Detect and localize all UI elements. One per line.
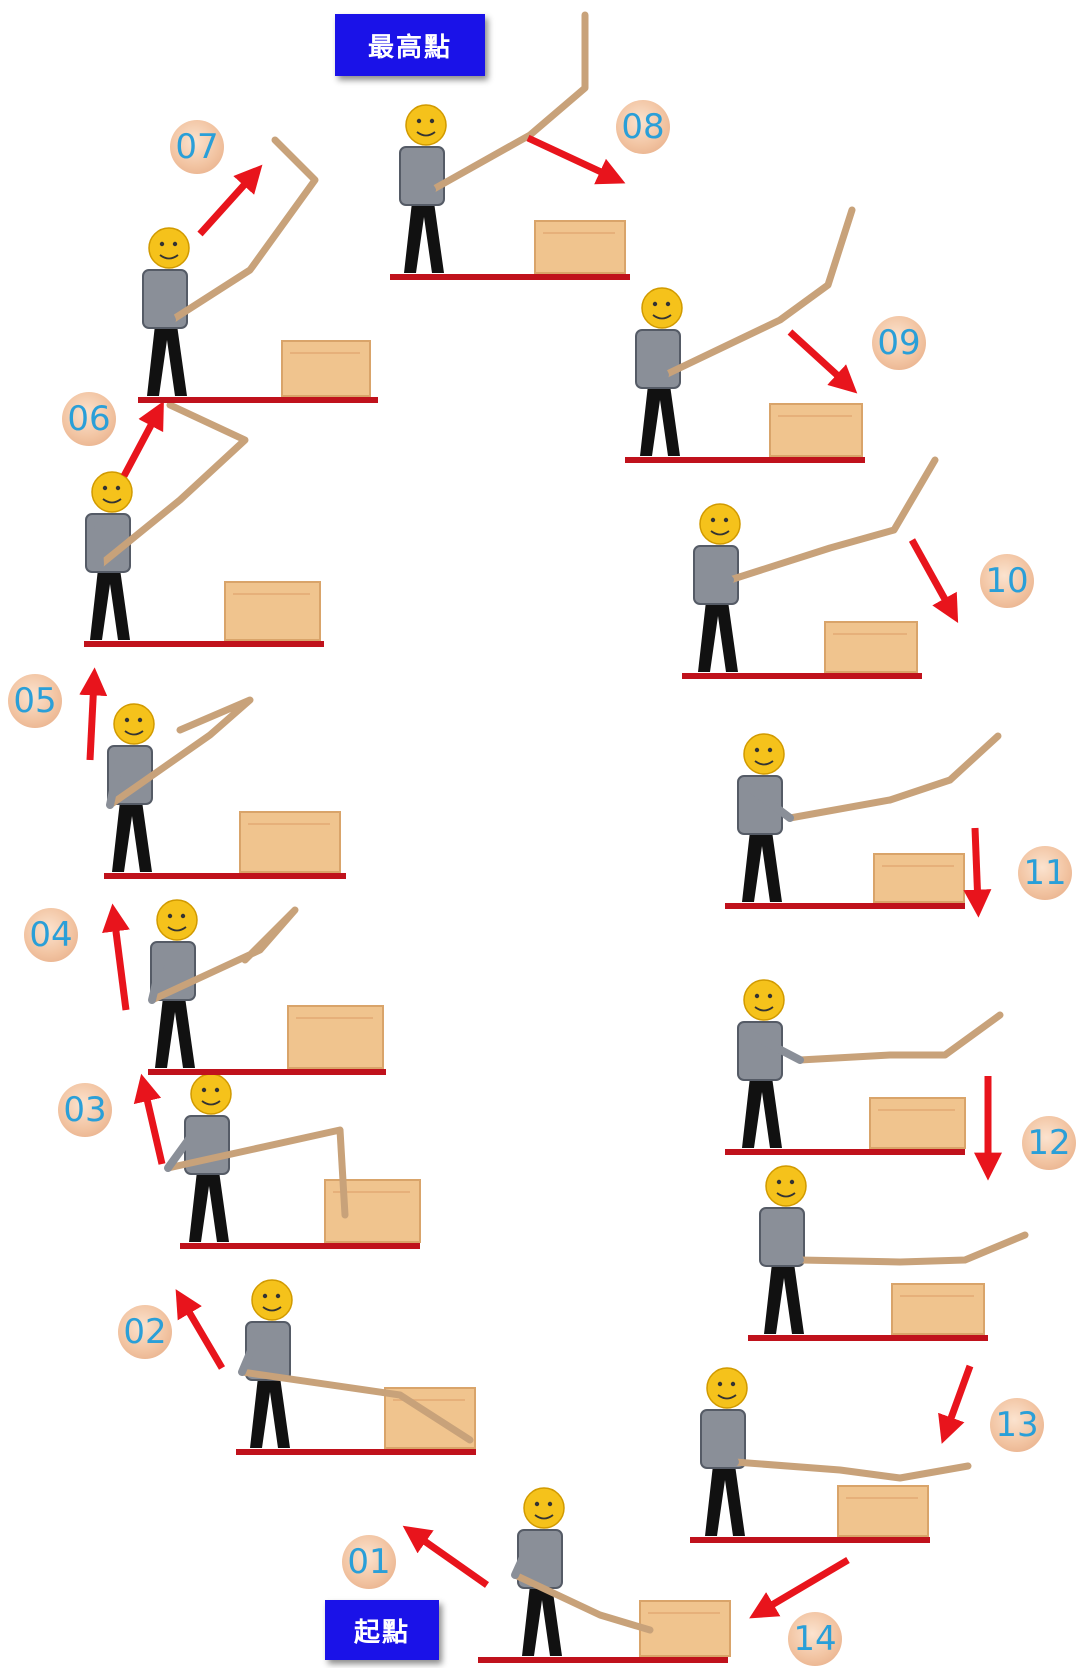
person-arm-06 (98, 526, 100, 565)
person-legs-08 (404, 202, 444, 273)
person-legs-14 (705, 1465, 745, 1536)
scene-step-05 (90, 680, 346, 876)
smiley-face-11 (744, 734, 784, 774)
smiley-face-04 (157, 900, 197, 940)
direction-arrow-14 (760, 1560, 848, 1612)
smiley-face-03 (191, 1074, 231, 1114)
bamboo-pole-14 (735, 1462, 968, 1478)
direction-arrow-02 (182, 1300, 222, 1368)
step-badge-12: 12 (1022, 1116, 1076, 1170)
direction-arrow-05 (90, 680, 94, 760)
wooden-board-03 (325, 1180, 420, 1242)
scene-step-09 (625, 210, 865, 460)
bamboo-pole-09 (665, 210, 852, 375)
bamboo-pole-13 (800, 1235, 1025, 1262)
scene-step-07 (138, 140, 378, 400)
person-legs-11 (742, 831, 782, 902)
scene-step-02 (182, 1280, 476, 1452)
direction-arrow-06 (124, 412, 158, 476)
smiley-face-02 (252, 1280, 292, 1320)
wooden-board-05 (240, 812, 340, 872)
direction-arrow-11 (975, 828, 978, 905)
person-legs-07 (147, 325, 187, 396)
direction-arrow-10 (912, 540, 952, 612)
smiley-face-08 (406, 105, 446, 145)
scene-step-06 (84, 405, 324, 644)
start-point-label: 起點 (325, 1600, 439, 1660)
person-legs-10 (698, 601, 738, 672)
direction-arrow-07 (200, 174, 254, 234)
smiley-face-06 (92, 472, 132, 512)
step-badge-04: 04 (24, 908, 78, 962)
wooden-board-04 (288, 1006, 383, 1068)
wooden-board-12 (870, 1098, 965, 1148)
smiley-face-09 (642, 288, 682, 328)
step-badge-05: 05 (8, 674, 62, 728)
step-badge-09: 09 (872, 316, 926, 370)
person-legs-12 (742, 1077, 782, 1148)
scene-step-13 (748, 1166, 1025, 1432)
wooden-board-01 (640, 1601, 730, 1656)
wooden-board-13 (892, 1284, 984, 1334)
wooden-board-11 (874, 854, 964, 902)
direction-arrow-13 (946, 1366, 970, 1432)
scene-step-10 (682, 460, 952, 676)
smiley-face-14 (707, 1368, 747, 1408)
scene-step-14 (690, 1368, 968, 1612)
smiley-face-05 (114, 704, 154, 744)
bamboo-pole-10 (730, 460, 935, 580)
smiley-face-12 (744, 980, 784, 1020)
step-badge-10: 10 (980, 554, 1034, 608)
direction-arrow-08 (528, 138, 614, 178)
bamboo-pole-11 (790, 736, 998, 818)
person-legs-04 (155, 997, 195, 1068)
person-legs-02 (250, 1377, 290, 1448)
person-legs-05 (112, 801, 152, 872)
wooden-board-09 (770, 404, 862, 456)
person-legs-03 (189, 1171, 229, 1242)
wooden-board-10 (825, 622, 917, 672)
scene-step-11 (725, 734, 998, 906)
scene-step-04 (114, 900, 386, 1072)
step-badge-01: 01 (342, 1535, 396, 1589)
scene-step-12 (725, 980, 1000, 1168)
smiley-face-01 (524, 1488, 564, 1528)
step-badge-14: 14 (788, 1612, 842, 1666)
direction-arrow-01 (413, 1533, 487, 1585)
smiley-face-13 (766, 1166, 806, 1206)
step-badge-06: 06 (62, 392, 116, 446)
smiley-face-07 (149, 228, 189, 268)
step-badge-08: 08 (616, 100, 670, 154)
person-legs-06 (90, 569, 130, 640)
person-legs-13 (764, 1263, 804, 1334)
direction-arrow-03 (144, 1086, 162, 1164)
person-shirt-10 (694, 546, 738, 604)
step-badge-11: 11 (1018, 846, 1072, 900)
person-legs-09 (640, 385, 680, 456)
smiley-face-10 (700, 504, 740, 544)
scene-step-03 (144, 1074, 420, 1246)
step-badge-03: 03 (58, 1083, 112, 1137)
wooden-board-07 (282, 341, 370, 396)
wooden-board-08 (535, 221, 625, 273)
wooden-board-06 (225, 582, 320, 640)
direction-arrow-04 (114, 916, 126, 1010)
step-badge-13: 13 (990, 1398, 1044, 1452)
top-point-label: 最高點 (335, 14, 485, 76)
direction-arrow-09 (790, 332, 848, 385)
step-badge-07: 07 (170, 120, 224, 174)
scene-step-01 (413, 1488, 730, 1660)
wooden-board-14 (838, 1486, 928, 1536)
bamboo-pole-12 (800, 1015, 1000, 1060)
step-badge-02: 02 (118, 1305, 172, 1359)
